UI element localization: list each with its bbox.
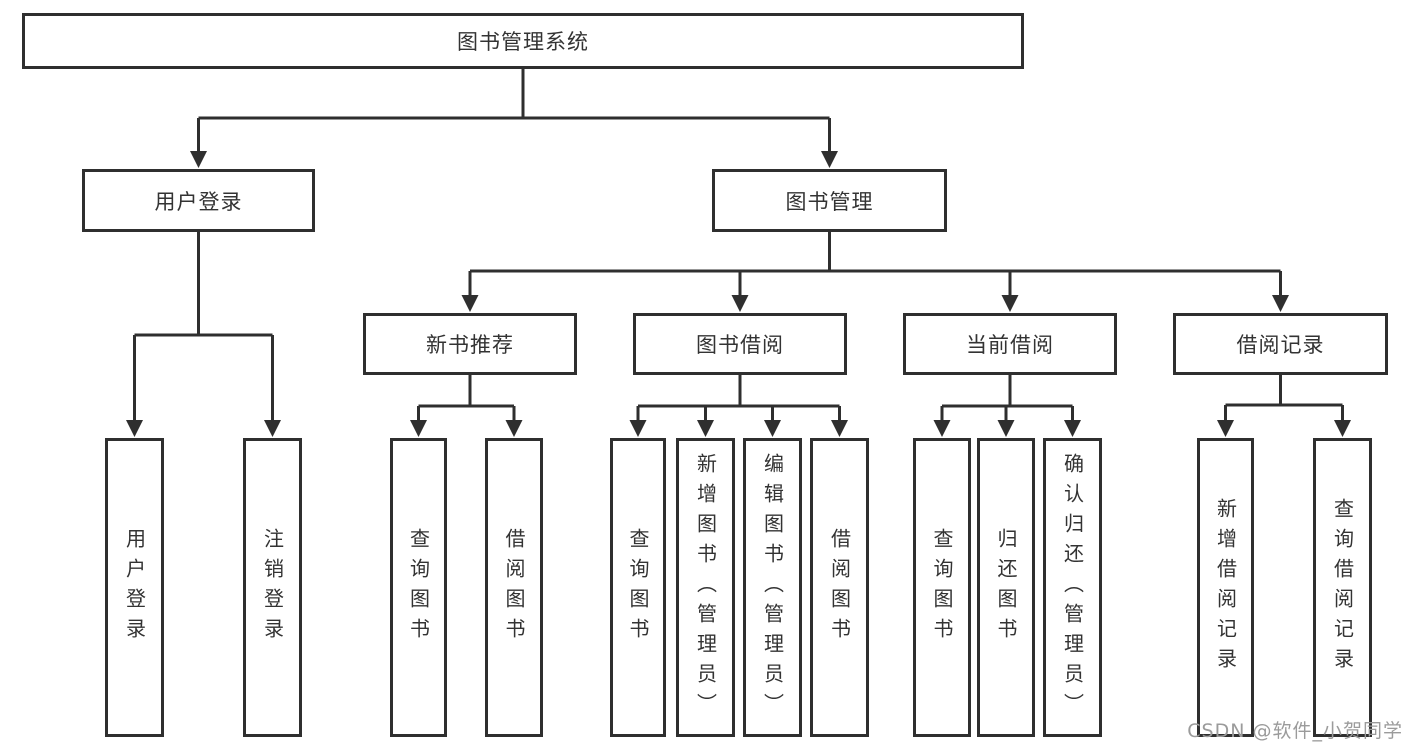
node-label: 注销登录	[260, 527, 285, 648]
connector-borrow-records-subtree	[1224, 375, 1344, 421]
node-label: 借阅图书	[827, 527, 852, 648]
node-label: 归还图书	[994, 527, 1018, 648]
node-label: 编辑图书（管理员）	[760, 452, 785, 723]
csdn-watermark: CSDN @软件_小贺同学	[1187, 720, 1403, 742]
connector-root-to-level2	[197, 69, 831, 152]
arrowheads	[126, 151, 1351, 437]
node-library-system-root: 图书管理系统	[22, 13, 1024, 69]
node-user-login: 用户登录	[82, 169, 315, 232]
node-new-book-recommend: 新书推荐	[363, 313, 577, 375]
connector-new-book-recommend-subtree	[417, 375, 516, 421]
node-label: 图书管理	[785, 189, 874, 214]
leaf-return-book: 归还图书	[977, 438, 1035, 737]
node-label: 查询借阅记录	[1330, 497, 1355, 678]
leaf-edit-book-admin: 编辑图书（管理员）	[743, 438, 802, 737]
node-label: 新增借阅记录	[1213, 497, 1238, 678]
node-label: 新书推荐	[426, 333, 514, 357]
node-current-borrow: 当前借阅	[903, 313, 1117, 375]
node-label: 查询图书	[930, 527, 954, 648]
leaf-add-book-admin: 新增图书（管理员）	[676, 438, 735, 737]
node-book-borrow: 图书借阅	[633, 313, 847, 375]
node-label: 用户登录	[154, 189, 243, 214]
node-label: 图书借阅	[696, 333, 784, 357]
node-label: 确认归还（管理员）	[1060, 452, 1085, 723]
leaf-confirm-return-admin: 确认归还（管理员）	[1043, 438, 1102, 737]
leaf-query-books-current: 查询图书	[913, 438, 971, 737]
node-label: 借阅图书	[502, 527, 526, 648]
connector-user-login-subtree	[133, 232, 274, 421]
node-label: 借阅记录	[1236, 333, 1325, 357]
leaf-borrow-books: 借阅图书	[810, 438, 869, 737]
leaf-add-borrow-record: 新增借阅记录	[1197, 438, 1254, 737]
leaf-query-books-recommend: 查询图书	[390, 438, 447, 737]
node-label: 新增图书（管理员）	[693, 452, 718, 723]
node-label: 查询图书	[626, 527, 650, 648]
leaf-user-login: 用户登录	[105, 438, 164, 737]
connector-current-borrow-subtree	[940, 375, 1074, 421]
node-borrow-records: 借阅记录	[1173, 313, 1388, 375]
connector-book-borrow-subtree	[636, 375, 841, 421]
node-label: 查询图书	[406, 527, 431, 648]
node-book-management: 图书管理	[712, 169, 947, 232]
leaf-logout: 注销登录	[243, 438, 302, 737]
leaf-borrow-books-recommend: 借阅图书	[485, 438, 543, 737]
connector-book-mgmt-to-level3	[468, 232, 1282, 296]
leaf-query-borrow-record: 查询借阅记录	[1313, 438, 1372, 737]
leaf-query-books-borrow: 查询图书	[610, 438, 666, 737]
node-label: 当前借阅	[966, 333, 1054, 357]
node-label: 图书管理系统	[457, 30, 589, 54]
node-label: 用户登录	[122, 527, 147, 648]
